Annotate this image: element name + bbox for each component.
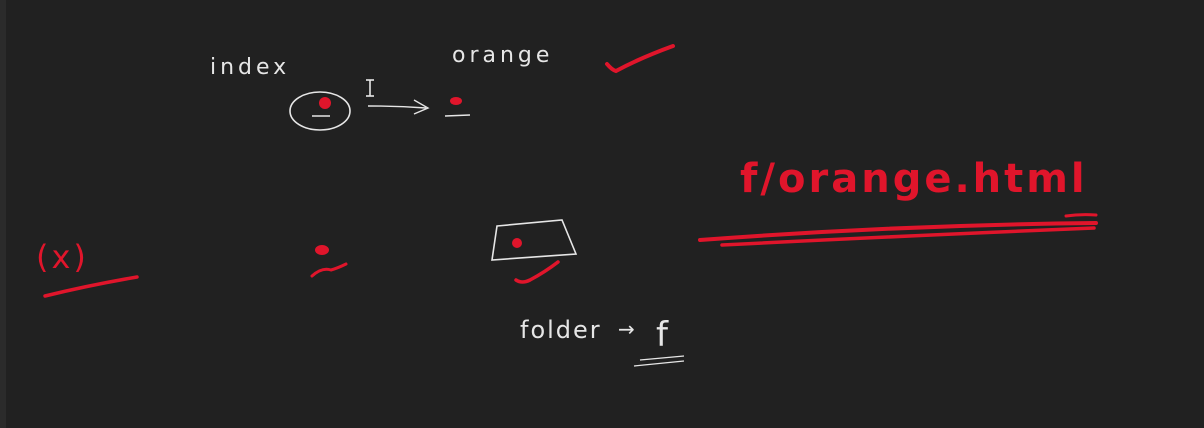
index-label: index bbox=[210, 55, 290, 80]
x-mark-label: (x) bbox=[36, 238, 89, 276]
arrow-to-orange bbox=[367, 99, 430, 115]
folder-arrow: → bbox=[618, 317, 639, 341]
folder-label: folder bbox=[520, 316, 602, 344]
middle-node bbox=[310, 245, 348, 278]
orange-node bbox=[444, 97, 471, 117]
orange-label: orange bbox=[452, 43, 553, 68]
f-label: f bbox=[656, 315, 672, 355]
orange-checkmark bbox=[605, 44, 675, 74]
folder-box bbox=[491, 219, 578, 284]
text-cursor-icon bbox=[366, 79, 374, 97]
index-circle-node bbox=[289, 91, 351, 131]
left-edge-divider bbox=[0, 0, 6, 428]
x-mark-underline bbox=[43, 275, 139, 298]
path-label: f/orange.html bbox=[740, 156, 1088, 202]
path-underline bbox=[698, 213, 1098, 247]
f-underline bbox=[633, 355, 685, 367]
